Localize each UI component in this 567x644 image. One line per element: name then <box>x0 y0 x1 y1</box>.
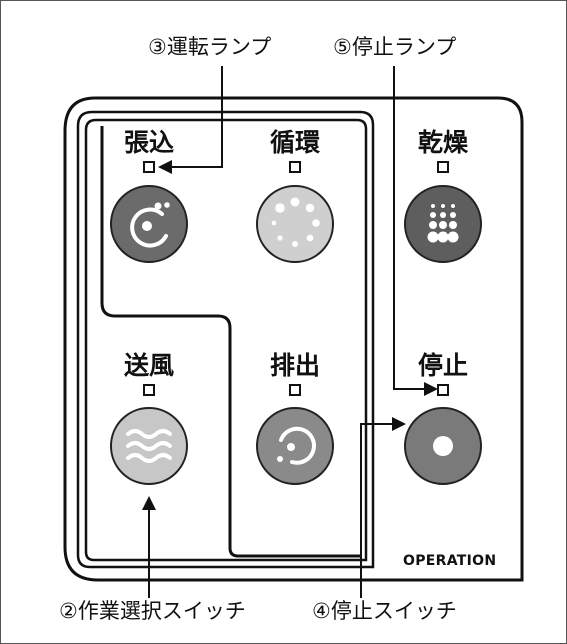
discharge-icon <box>277 426 316 465</box>
junkan-switch[interactable] <box>257 186 333 262</box>
teishi-label: 停止 <box>417 351 468 380</box>
circulation-icon <box>271 197 320 247</box>
harikomi-switch[interactable] <box>111 186 187 262</box>
panel-outline <box>63 96 524 582</box>
haishutsu-label: 排出 <box>269 351 320 380</box>
junkan-label: 循環 <box>269 128 320 157</box>
harikomi-lamp <box>143 161 155 173</box>
sofu-button <box>110 407 188 485</box>
group-divider <box>100 126 360 558</box>
kanso-label: 乾燥 <box>417 128 468 157</box>
run-lamp-callout: ③運転ランプ <box>148 35 272 59</box>
operation-brand: OPERATION <box>403 553 497 569</box>
sofu-label: 送風 <box>123 351 174 380</box>
drying-icon <box>427 204 459 243</box>
junkan-lamp <box>289 161 301 173</box>
harikomi-icon <box>130 202 170 248</box>
stop-lamp-callout: ⑤停止ランプ <box>333 35 457 59</box>
group-border-outer <box>76 110 375 569</box>
group-border-inner <box>84 118 368 562</box>
haishutsu-switch[interactable] <box>257 408 333 484</box>
work-switch-callout: ②作業選択スイッチ <box>59 599 246 623</box>
harikomi-label: 張込 <box>123 128 174 157</box>
teishi-lamp <box>437 384 449 396</box>
sofu-switch[interactable] <box>111 408 187 484</box>
airflow-icon <box>126 429 172 463</box>
haishutsu-button <box>256 407 334 485</box>
stop-icon <box>433 436 453 456</box>
kanso-lamp <box>437 161 449 173</box>
kanso-switch[interactable] <box>405 186 481 262</box>
sofu-lamp <box>143 384 155 396</box>
haishutsu-lamp <box>289 384 301 396</box>
arrow-heads <box>142 160 438 510</box>
junkan-button <box>256 185 334 263</box>
teishi-switch[interactable] <box>405 408 481 484</box>
callout-arrows <box>148 66 428 598</box>
stop-switch-callout: ④停止スイッチ <box>312 599 457 623</box>
